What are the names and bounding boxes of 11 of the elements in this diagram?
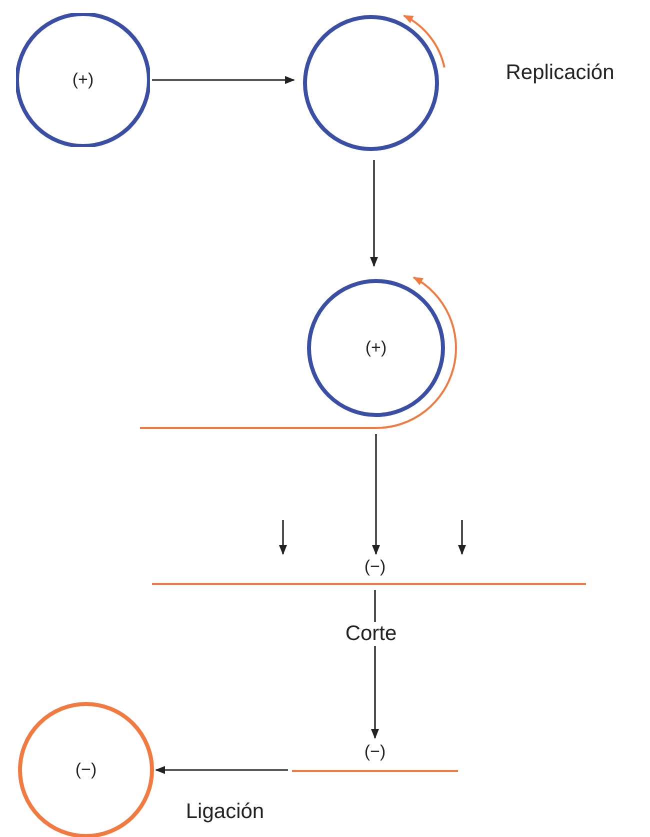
arrow [152, 76, 295, 84]
strand-sign: (+) [72, 70, 94, 90]
strand-sign: (−) [364, 742, 386, 762]
strand-sign: (−) [75, 760, 97, 780]
arrow [155, 766, 288, 774]
strand-sign: (+) [365, 338, 387, 358]
arrow [370, 160, 378, 267]
arrow [279, 520, 287, 555]
arrow [458, 520, 466, 555]
strand-sign: (−) [364, 557, 386, 577]
arrow [372, 434, 380, 555]
